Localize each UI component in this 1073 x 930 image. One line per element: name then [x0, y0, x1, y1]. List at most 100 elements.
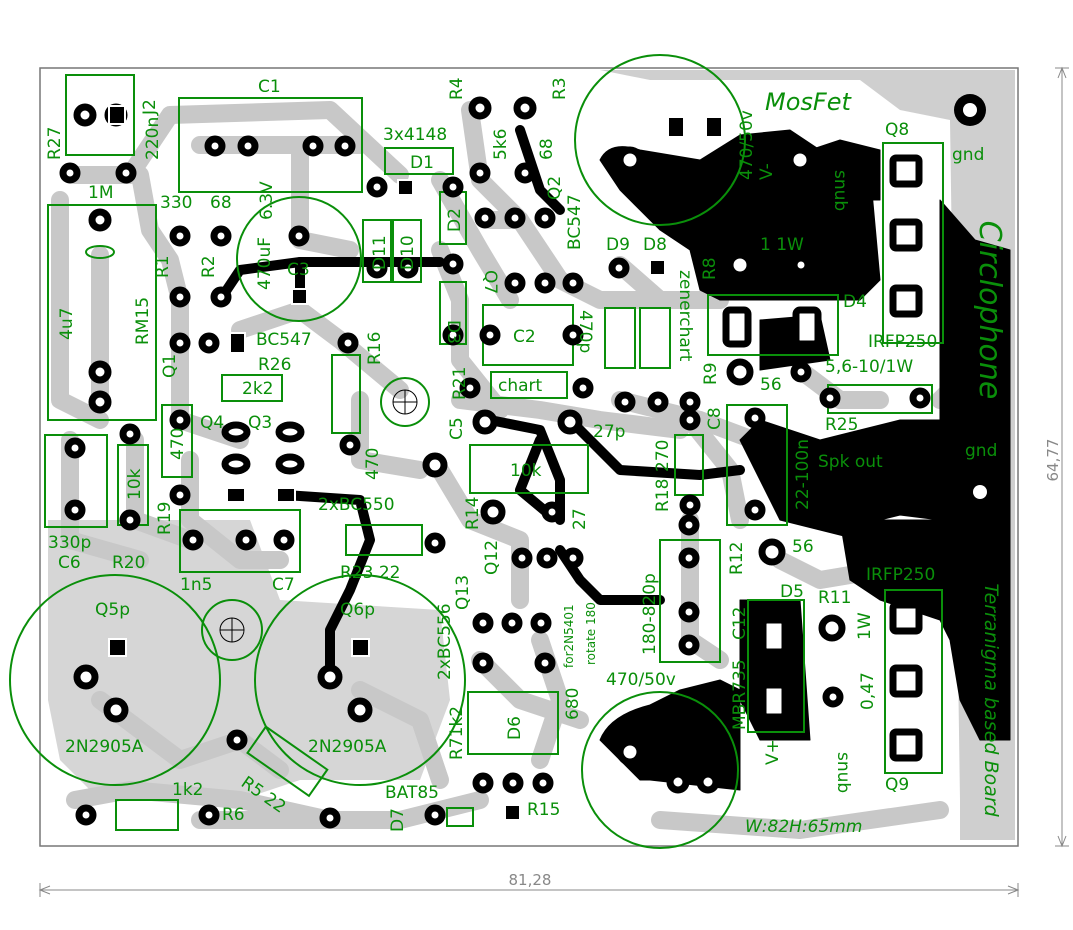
label-bc547b: BC547	[256, 330, 312, 350]
label-r15: R15	[527, 800, 560, 820]
brand-label: MosFet	[765, 88, 852, 116]
label-zenerchart: zenerchart	[675, 270, 695, 362]
label-d10: D10	[398, 235, 418, 270]
label-r6: R6	[222, 805, 245, 825]
label-470a: 470	[168, 428, 188, 460]
label-10k-a: 10k	[510, 461, 542, 481]
label-j2: J2	[140, 99, 160, 116]
label-rm15: RM15	[133, 297, 153, 345]
label-c12: C12	[730, 606, 750, 640]
label-q7: Q7	[480, 270, 500, 294]
label-270: 270	[653, 440, 673, 472]
label-c8: C8	[705, 407, 725, 430]
label-5k6: 5k6	[491, 129, 511, 160]
label-1k2: 1k2	[172, 780, 203, 800]
board-title: Circlophone	[972, 221, 1007, 400]
label-470b: 470	[363, 448, 383, 480]
label-c5: C5	[447, 417, 467, 440]
label-c1: C1	[258, 77, 281, 97]
label-27: 27	[570, 508, 590, 530]
label-470-50a: 470/50v	[737, 110, 757, 180]
label-r8: R8	[700, 257, 720, 280]
label-2xbc550: 2xBC550	[318, 495, 395, 515]
label-c3: C3	[287, 260, 310, 280]
pads	[59, 94, 996, 829]
label-5.6-10-1w: 5,6-10/1W	[825, 357, 913, 377]
label-4u7: 4u7	[57, 308, 77, 340]
label-r20: R20	[112, 553, 145, 573]
label-d9: D9	[606, 235, 630, 255]
label-bat85: BAT85	[385, 783, 439, 803]
label-mbr735: MBR735	[730, 659, 750, 730]
label-spk-out: Spk out	[818, 452, 883, 472]
label-c2: C2	[513, 327, 536, 347]
label-470-50b: 470/50v	[606, 670, 676, 690]
label-r2: R2	[199, 255, 219, 278]
label-180-820p: 180-820p	[640, 573, 660, 655]
label-d4: D4	[843, 292, 867, 312]
label-gnd2: gnd	[965, 441, 997, 461]
label-q5p: Q5p	[95, 600, 130, 620]
label-irfp250b: IRFP250	[866, 565, 935, 585]
label-r71k2: R71k2	[447, 706, 467, 760]
label-c7: C7	[272, 575, 295, 595]
label-2xbc556: 2xBC556	[435, 603, 455, 680]
board-subtitle: Terranigma based Board	[980, 583, 1002, 817]
label-q9: Q9	[885, 775, 909, 795]
label-68b: 68	[210, 193, 232, 213]
label-470p: 470p	[575, 310, 595, 353]
label-56b: 56	[792, 537, 814, 557]
label-irfp250a: IRFP250	[868, 332, 937, 352]
label-r25: R25	[825, 415, 858, 435]
label-q6p: Q6p	[340, 600, 375, 620]
label-330p: 330p	[48, 533, 91, 553]
silk-components	[9, 54, 944, 849]
board-size-note: W:82H:65mm	[745, 817, 862, 837]
label-d8: D8	[643, 235, 667, 255]
label-rotate-180: rotate 180	[584, 602, 598, 665]
label-q3: Q3	[248, 413, 272, 433]
label-q4: Q4	[200, 413, 224, 433]
height-dimension: 64,77	[1044, 439, 1062, 482]
label-r3: R3	[550, 77, 570, 100]
label-chart: chart	[498, 376, 543, 396]
label-470uf: 470uF	[255, 237, 275, 290]
mount-holes	[219, 389, 418, 643]
label-68a: 68	[537, 138, 557, 160]
label-r1: R1	[153, 255, 173, 278]
width-dimension: 81,28	[509, 871, 552, 889]
label-27p: 27p	[593, 422, 625, 442]
label-q2: Q2	[545, 176, 565, 200]
dimension-lines	[38, 66, 1069, 897]
label-r18: R18	[653, 479, 673, 512]
label-d5: D5	[780, 582, 804, 602]
label-d1: D1	[410, 153, 434, 173]
label-c6: C6	[58, 553, 81, 573]
label-vplus: V+	[763, 739, 783, 765]
label-1m: 1M	[88, 183, 113, 203]
label-vminus: V-	[757, 163, 777, 180]
label-for2n5401: for2N5401	[562, 604, 576, 668]
label-r26: R26	[258, 355, 291, 375]
label-r23-22: R23 22	[340, 563, 400, 583]
label-r9: R9	[701, 362, 721, 385]
label-r16: R16	[365, 332, 385, 365]
label-r4: R4	[447, 77, 467, 100]
label-r19: R19	[155, 502, 175, 535]
label-1w-b: 1W	[855, 612, 875, 640]
label-q8: Q8	[885, 120, 909, 140]
label-2n2905a-a: 2N2905A	[65, 737, 144, 757]
label-bc547a: BC547	[565, 194, 585, 250]
label-3x4148: 3x4148	[383, 125, 447, 145]
label-snub2: snub	[833, 752, 853, 793]
label-6.3v: 6.3V	[257, 181, 277, 220]
label-r21: R21	[450, 367, 470, 400]
label-d7: D7	[388, 808, 408, 832]
label-r11: R11	[818, 588, 851, 608]
label-2k2: 2k2	[242, 379, 273, 399]
label-10k-b: 10k	[125, 468, 145, 500]
label-1n5: 1n5	[180, 575, 212, 595]
label-q13: Q13	[453, 575, 473, 610]
label-r14: R14	[463, 497, 483, 530]
